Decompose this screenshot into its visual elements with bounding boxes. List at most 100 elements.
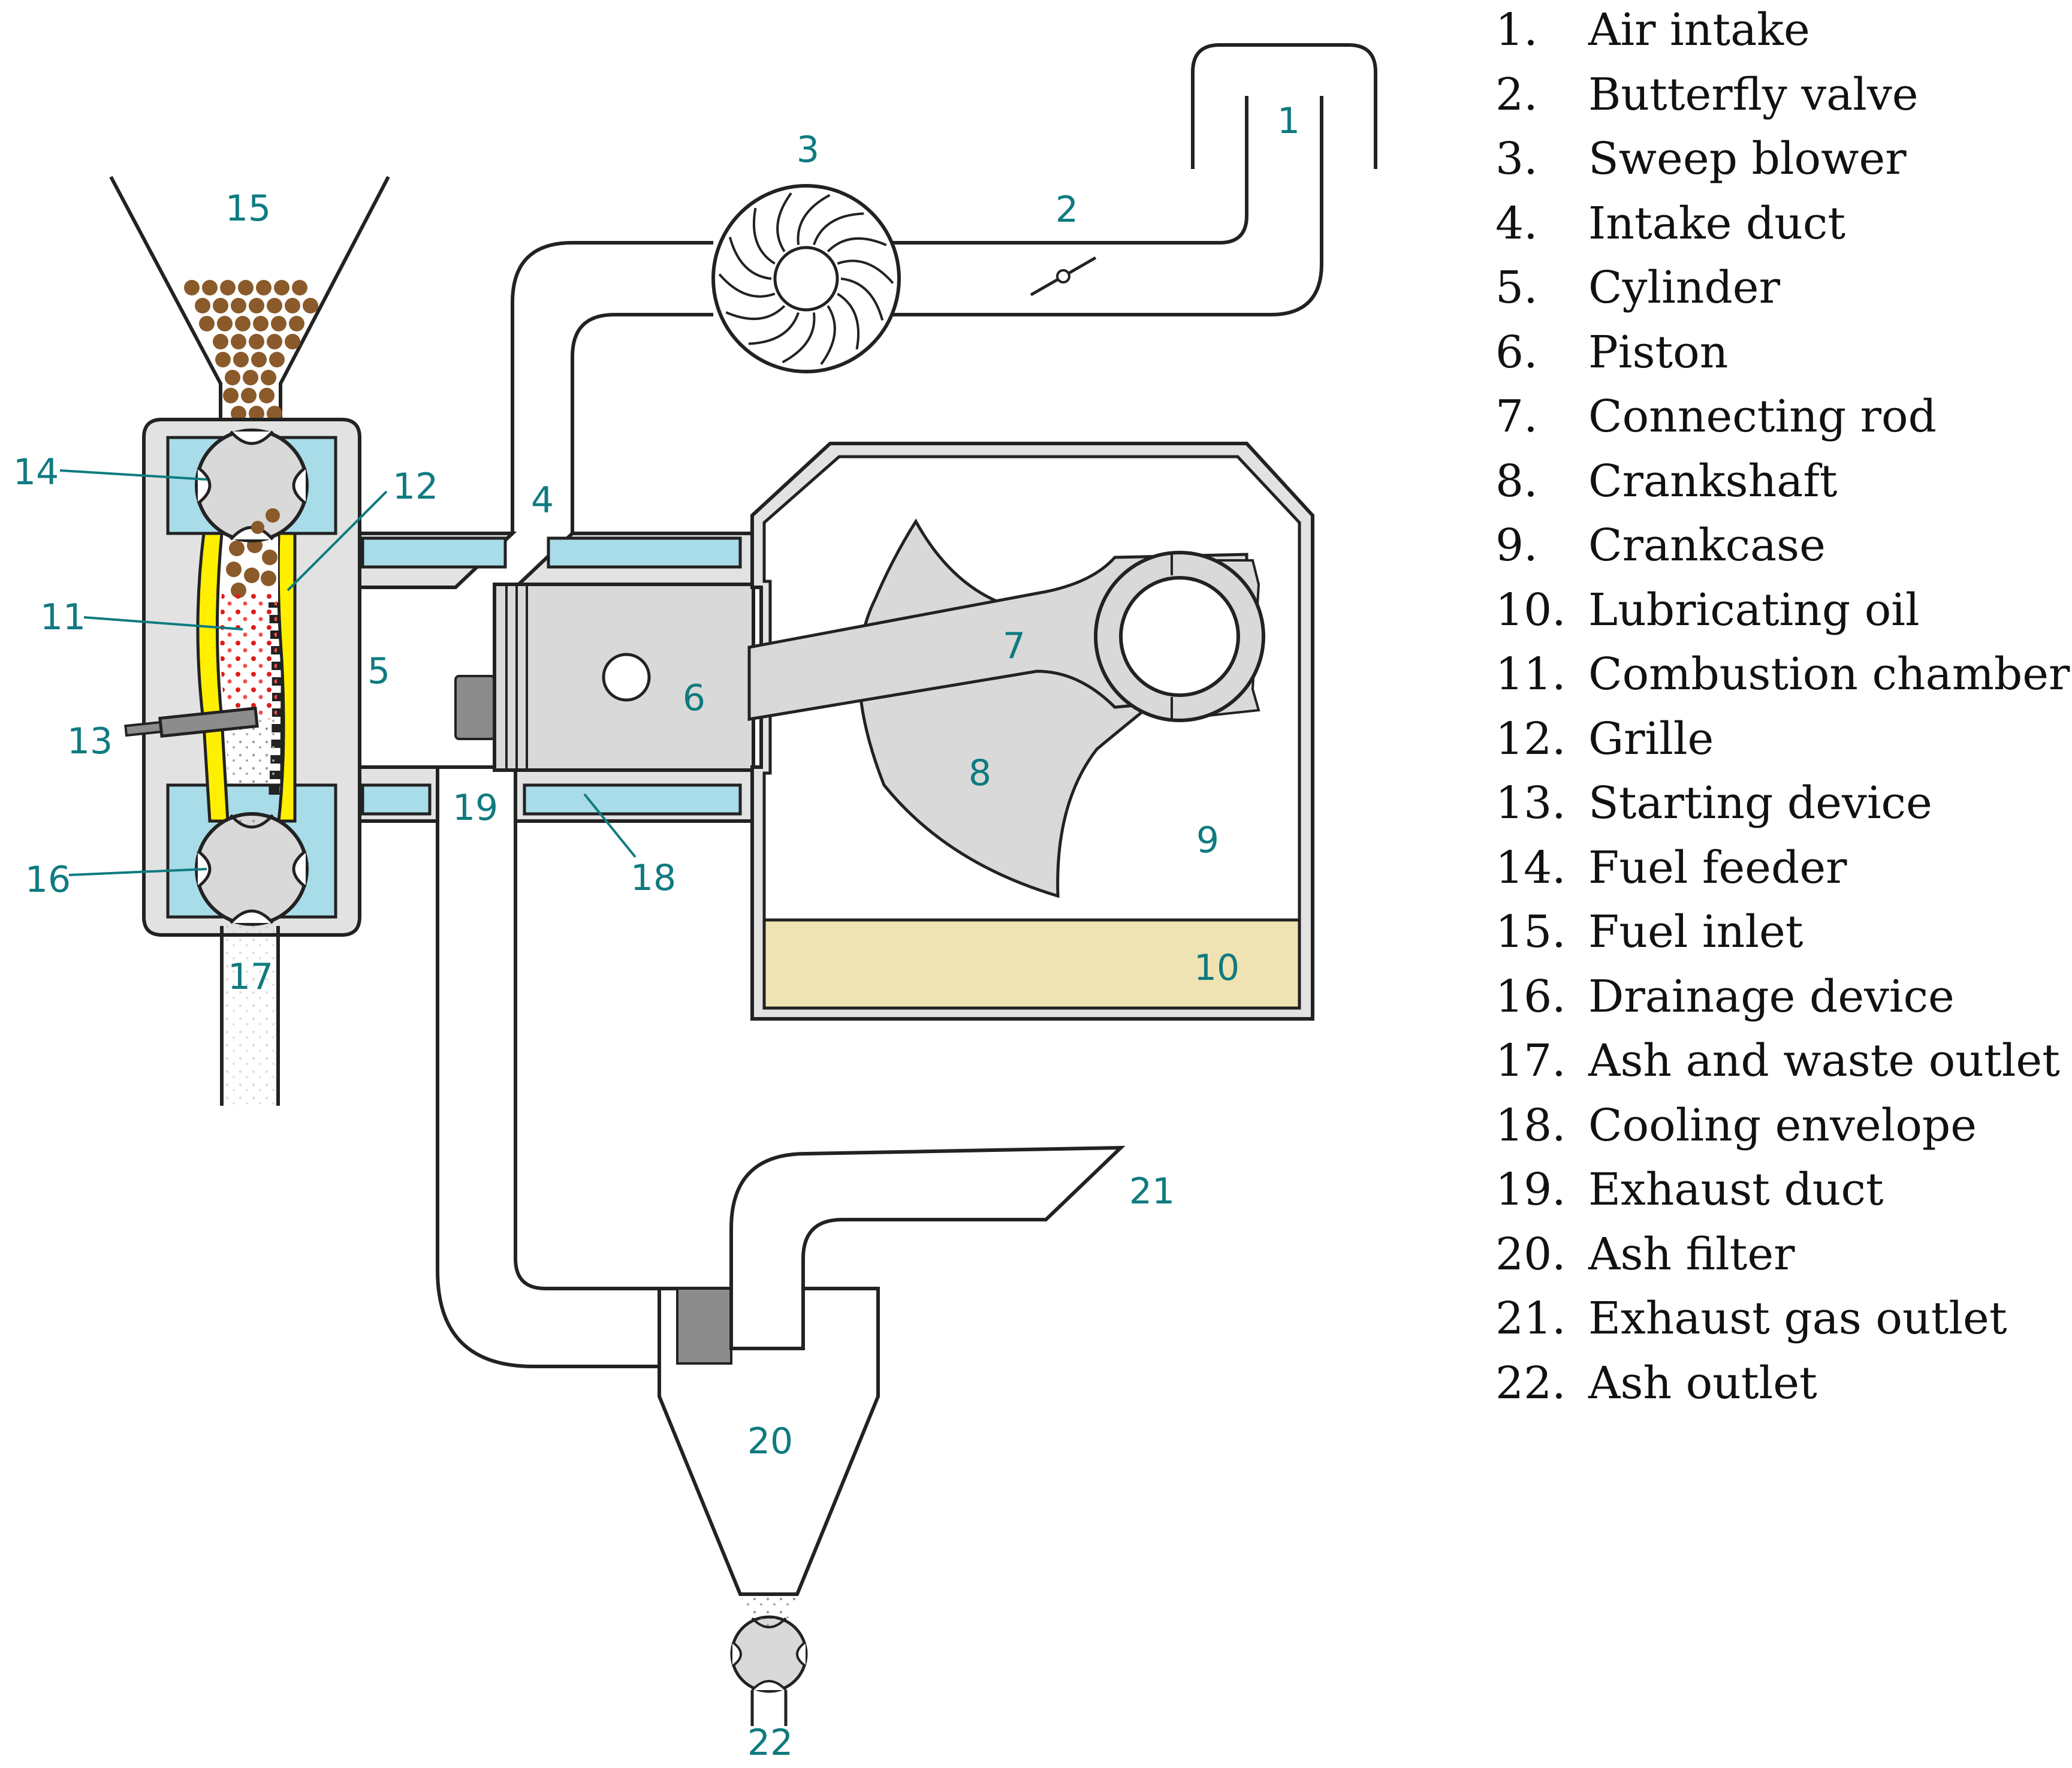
callout-14: 14 <box>13 451 59 493</box>
blower-vane <box>725 304 786 320</box>
blower-vane <box>827 237 887 253</box>
fuel-pellet <box>262 550 278 565</box>
fuel-pellet <box>235 316 251 331</box>
callout-15: 15 <box>225 188 271 230</box>
callout-11: 11 <box>40 596 86 638</box>
butterfly-valve <box>1030 256 1097 297</box>
legend-label: Lubricating oil <box>1588 584 1920 636</box>
fuel-pellet <box>202 280 218 295</box>
callout-3: 3 <box>797 129 819 171</box>
legend-label: Drainage device <box>1588 970 1955 1022</box>
legend-number: 9. <box>1495 520 1538 571</box>
fuel-feeder <box>195 429 309 542</box>
legend-number: 17. <box>1495 1035 1566 1087</box>
legend-number: 5. <box>1495 262 1538 313</box>
fuel-pellet <box>226 562 242 577</box>
blower-vane <box>748 312 800 345</box>
legend-label: Combustion chamber <box>1588 648 2070 700</box>
air-intake <box>893 43 1377 316</box>
callout-22: 22 <box>747 1722 793 1764</box>
callout-12: 12 <box>393 466 438 508</box>
legend-label: Cooling envelope <box>1588 1099 1977 1151</box>
fuel-pellet <box>292 280 307 295</box>
callout-10: 10 <box>1194 947 1239 989</box>
blower-vane <box>752 207 776 265</box>
fuel-pellet <box>249 334 264 349</box>
legend-label: Fuel feeder <box>1588 841 1847 894</box>
callout-21: 21 <box>1129 1170 1175 1212</box>
fuel-pellet <box>231 406 246 421</box>
fuel-pellet <box>251 352 267 367</box>
fuel-pellet <box>274 280 289 295</box>
fuel-pellet <box>261 370 276 385</box>
callout-16: 16 <box>25 859 71 901</box>
blower-vane <box>797 194 831 245</box>
fuel-pellet <box>241 388 257 403</box>
legend-label: Crankcase <box>1588 520 1826 571</box>
legend-label: Ash outlet <box>1588 1357 1817 1409</box>
fuel-pellet <box>195 298 210 313</box>
blower-vane <box>782 312 816 364</box>
legend-number: 18. <box>1495 1099 1566 1151</box>
legend-label: Piston <box>1588 326 1729 378</box>
blower-vane <box>837 292 860 350</box>
drainage-device <box>195 812 309 926</box>
callout-7: 7 <box>1003 625 1026 667</box>
fuel-pellet <box>289 316 304 331</box>
callout-1: 1 <box>1277 100 1300 142</box>
fuel-pellet <box>217 316 233 331</box>
legend-label: Connecting rod <box>1588 391 1937 442</box>
sweep-blower <box>711 184 901 373</box>
fuel-pellet <box>199 316 215 331</box>
fuel-pellet <box>267 334 282 349</box>
legend-label: Cylinder <box>1588 262 1780 313</box>
blower-vane <box>837 260 894 284</box>
fuel-pellet <box>238 280 254 295</box>
fuel-pellet <box>215 352 231 367</box>
legend-number: 8. <box>1495 455 1538 507</box>
legend-label: Butterfly valve <box>1588 68 1919 120</box>
legend-label: Fuel inlet <box>1588 906 1803 958</box>
fuel-pellet <box>213 298 228 313</box>
connecting-rod <box>747 551 1265 722</box>
blower-vane <box>728 236 772 280</box>
legend-number: 14. <box>1495 841 1566 894</box>
intake-duct <box>511 241 713 533</box>
fuel-pellet <box>231 298 246 313</box>
legend-number: 3. <box>1495 133 1538 185</box>
legend-number: 16. <box>1495 970 1566 1022</box>
legend-label: Air intake <box>1588 4 1810 56</box>
legend-label: Starting device <box>1588 777 1932 829</box>
callout-2: 2 <box>1055 189 1078 231</box>
legend-number: 6. <box>1495 326 1538 378</box>
legend-number: 15. <box>1495 906 1566 958</box>
callout-8: 8 <box>969 752 991 794</box>
legend-label: Crankshaft <box>1588 455 1838 507</box>
fuel-pellet <box>303 298 318 313</box>
fuel-pellet <box>285 298 300 313</box>
blower-vane <box>820 305 836 366</box>
fuel-pellet <box>256 280 272 295</box>
callout-17: 17 <box>228 956 273 998</box>
fuel-pellet <box>184 280 200 295</box>
legend-label: Exhaust gas outlet <box>1588 1293 2007 1344</box>
cylinder <box>358 532 757 823</box>
callout-19: 19 <box>453 787 498 829</box>
legend-number: 12. <box>1495 713 1566 765</box>
fuel-pellet <box>267 298 282 313</box>
legend-label: Intake duct <box>1588 197 1846 249</box>
legend-number: 10. <box>1495 584 1566 636</box>
legend-label: Sweep blower <box>1588 133 1907 185</box>
fuel-pellet <box>285 334 300 349</box>
callout-20: 20 <box>747 1420 793 1462</box>
fuel-pellet <box>244 568 260 583</box>
fuel-pellet <box>233 352 249 367</box>
callout-9: 9 <box>1196 819 1219 861</box>
callout-18: 18 <box>631 857 676 899</box>
legend-label: Exhaust duct <box>1588 1164 1884 1215</box>
callout-numbers: 1 2 3 4 5 6 7 8 9 10 11 12 13 14 15 16 1… <box>13 100 1300 1764</box>
legend-number: 11. <box>1495 648 1566 700</box>
fuel-pellet <box>223 388 239 403</box>
piston <box>454 583 755 772</box>
